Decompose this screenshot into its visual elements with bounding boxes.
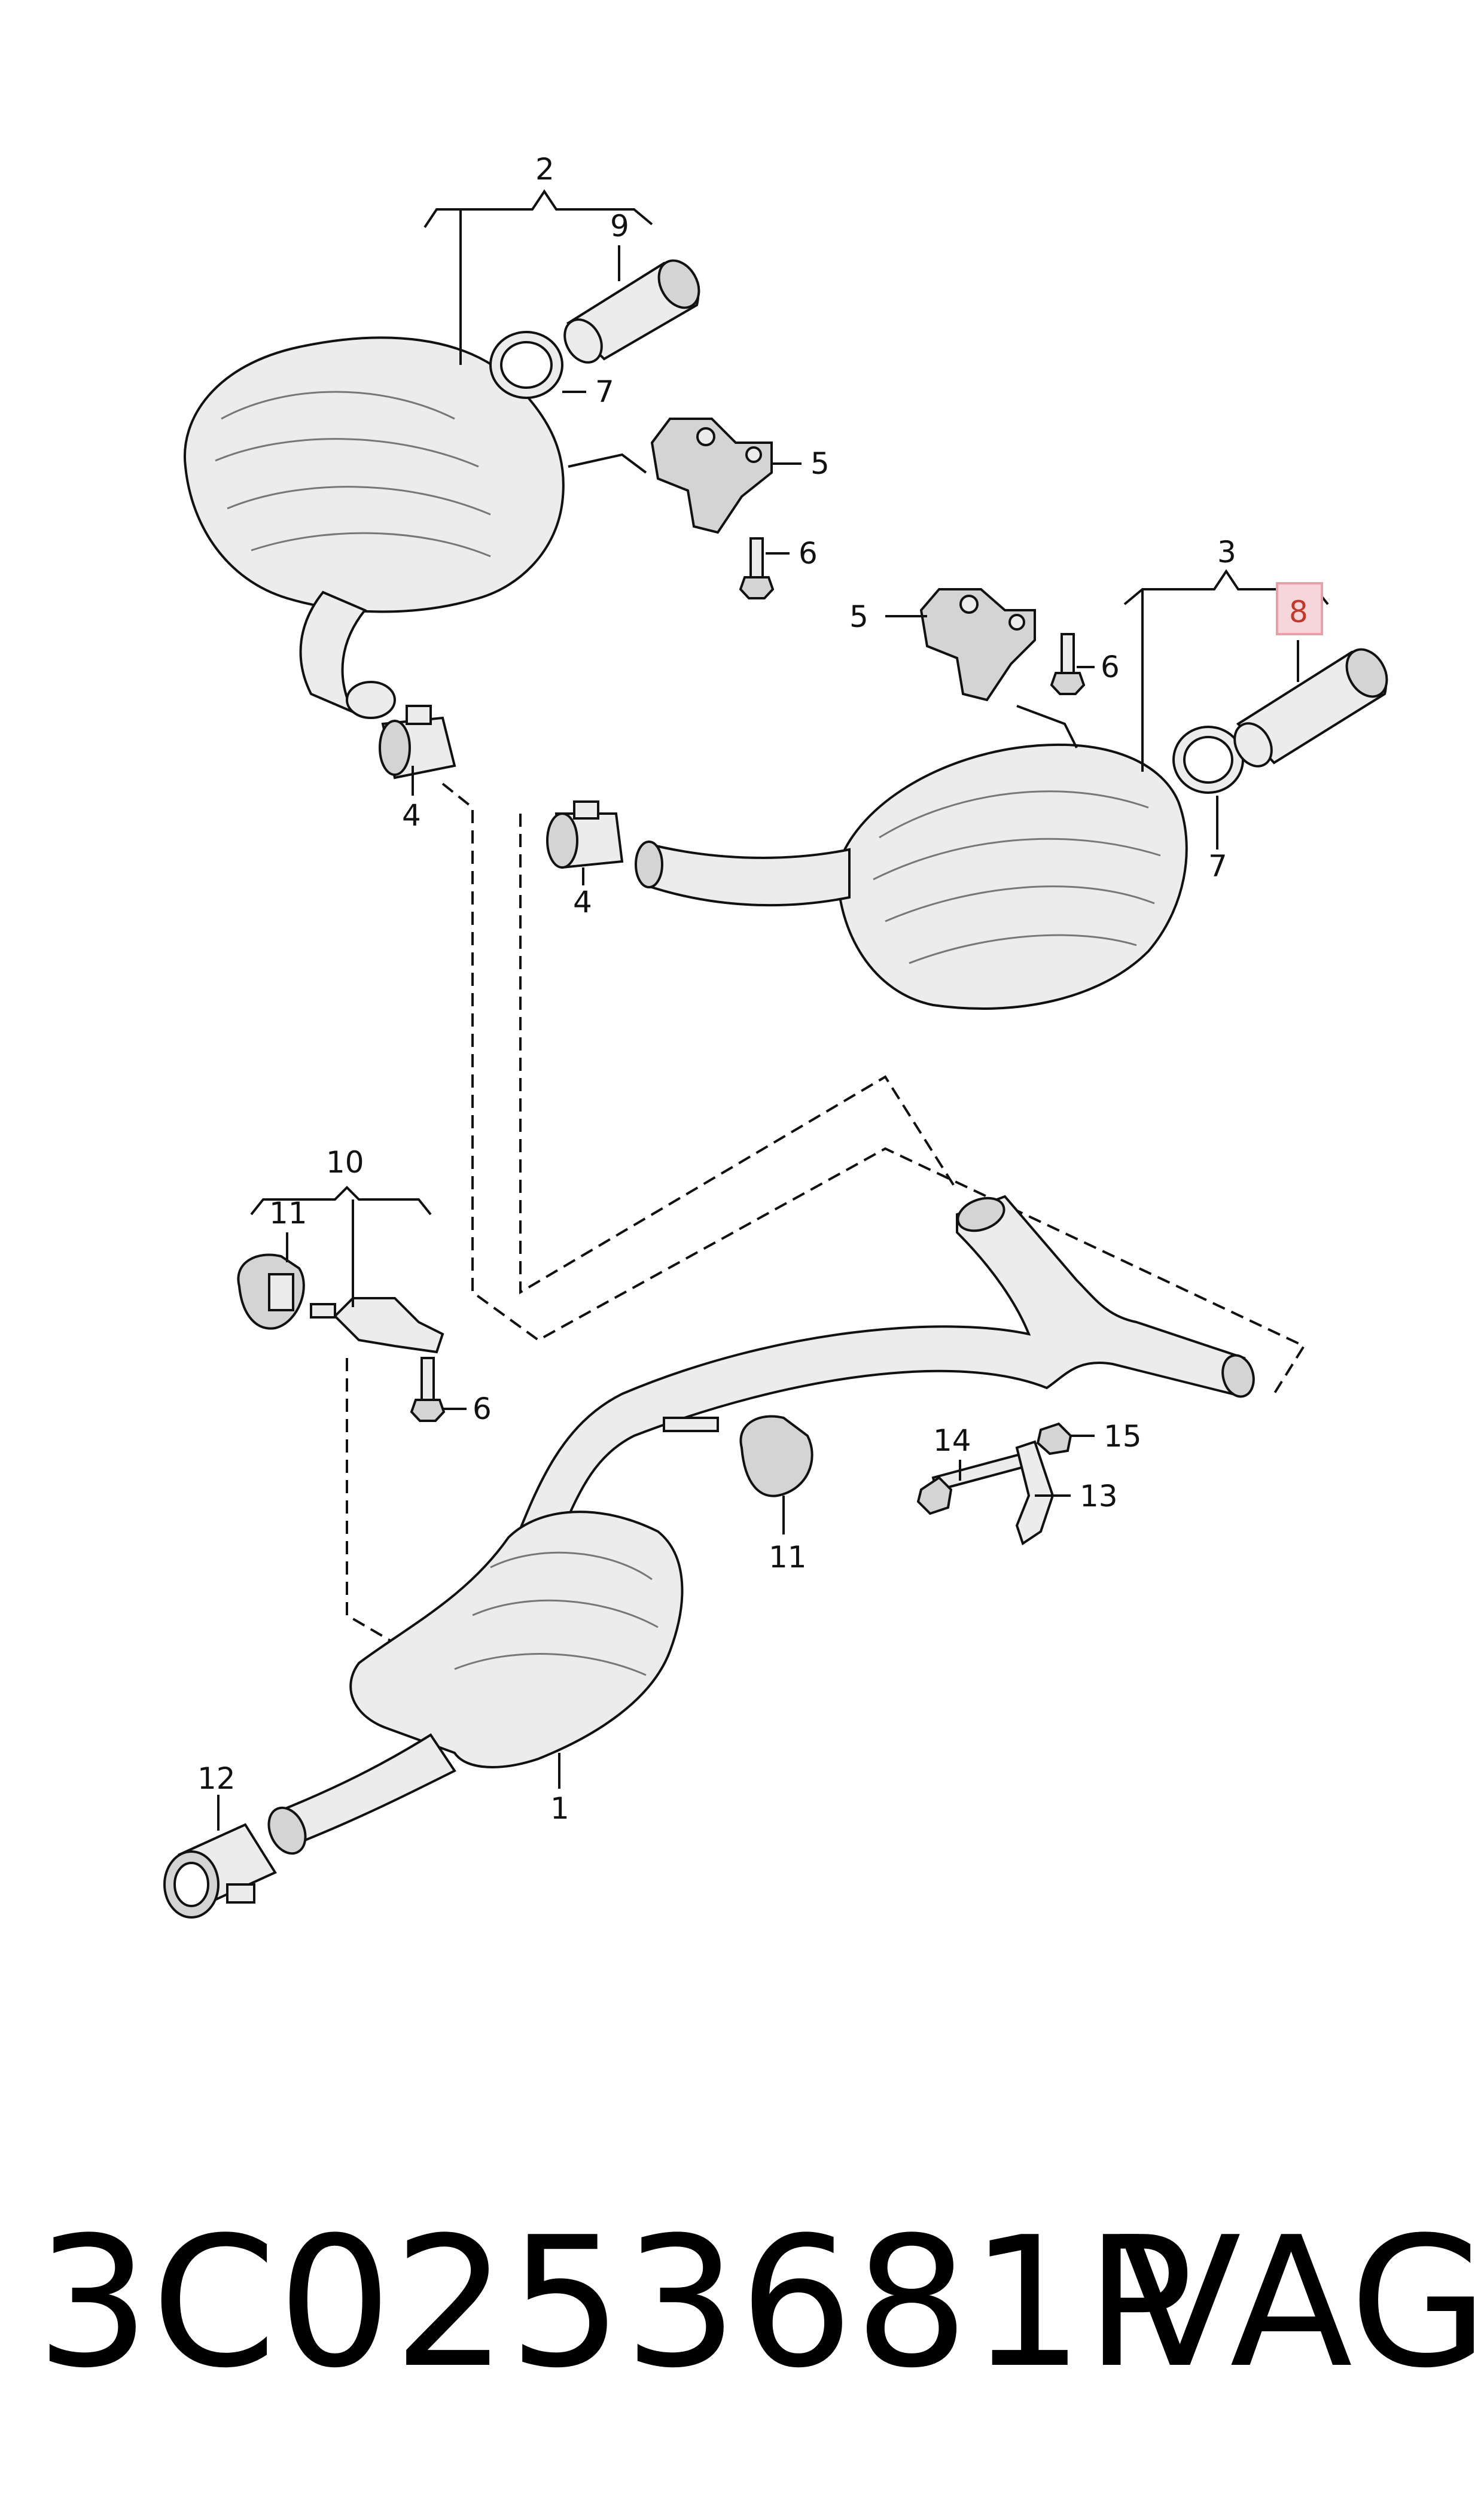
callout-15: 15 xyxy=(1104,1419,1142,1454)
callout-5-right: 5 xyxy=(849,599,869,634)
rear-silencer-left[interactable] xyxy=(184,336,565,719)
callout-8-highlight xyxy=(1276,582,1323,635)
callout-9: 9 xyxy=(610,209,629,243)
brand-name: VAG xyxy=(1119,2199,1484,2407)
callout-11-center: 11 xyxy=(769,1540,807,1575)
callout-7: 7 xyxy=(595,374,614,409)
callout-13: 13 xyxy=(1080,1479,1118,1514)
clamp-ring-right[interactable] xyxy=(1172,726,1244,794)
callout-5: 5 xyxy=(810,446,830,481)
callout-2: 2 xyxy=(535,152,554,187)
callout-11: 11 xyxy=(269,1196,307,1231)
center-silencer[interactable] xyxy=(262,1511,684,1859)
hanger-bracket[interactable] xyxy=(310,1297,444,1354)
hex-bolt-upper[interactable] xyxy=(739,537,775,599)
callout-6-right: 6 xyxy=(1101,650,1120,684)
callout-4-center: 4 xyxy=(573,885,592,919)
callout-1: 1 xyxy=(550,1791,569,1826)
pipe-clamp-center[interactable] xyxy=(546,800,624,869)
pipe-clamp-front[interactable] xyxy=(163,1823,277,1919)
callout-8: 8 xyxy=(1289,595,1308,629)
callout-3: 3 xyxy=(1217,535,1236,570)
hex-bolt-right[interactable] xyxy=(1050,633,1086,695)
silencer-hanger-rod-right xyxy=(1016,705,1078,748)
tail-pipe-upper[interactable] xyxy=(557,254,707,369)
silencer-hanger-rod-left xyxy=(568,453,647,474)
support-bracket[interactable] xyxy=(1015,1440,1055,1546)
tail-pipe-right[interactable] xyxy=(1227,643,1395,773)
hex-nut[interactable] xyxy=(1036,1422,1072,1456)
y-pipe[interactable] xyxy=(513,1192,1258,1557)
callout-4: 4 xyxy=(402,798,421,833)
footer: 3C0253681P VAG xyxy=(0,2213,1484,2441)
long-bolt[interactable] xyxy=(916,1453,1025,1515)
mounting-bracket-upper[interactable] xyxy=(650,418,773,534)
callout-14: 14 xyxy=(933,1423,971,1458)
pipe-clamp-left[interactable] xyxy=(379,705,456,780)
callout-7-right: 7 xyxy=(1208,849,1227,884)
callout-6: 6 xyxy=(799,536,818,571)
part-number: 3C0253681P xyxy=(36,2199,1195,2407)
callout-10: 10 xyxy=(326,1145,364,1180)
mounting-bracket-right[interactable] xyxy=(919,588,1036,702)
rear-silencer-right[interactable] xyxy=(635,743,1188,1010)
clamp-ring-upper-left[interactable] xyxy=(489,331,563,399)
callout-6-lower: 6 xyxy=(473,1392,492,1426)
rubber-mount-left[interactable] xyxy=(237,1253,305,1330)
hex-bolt-lower[interactable] xyxy=(410,1357,446,1422)
rubber-mount-center[interactable] xyxy=(663,1415,813,1497)
callout-labels: 2 9 7 5 6 4 3 8 5 6 7 4 10 11 6 14 15 13… xyxy=(197,152,1308,1826)
callout-12: 12 xyxy=(197,1761,236,1796)
